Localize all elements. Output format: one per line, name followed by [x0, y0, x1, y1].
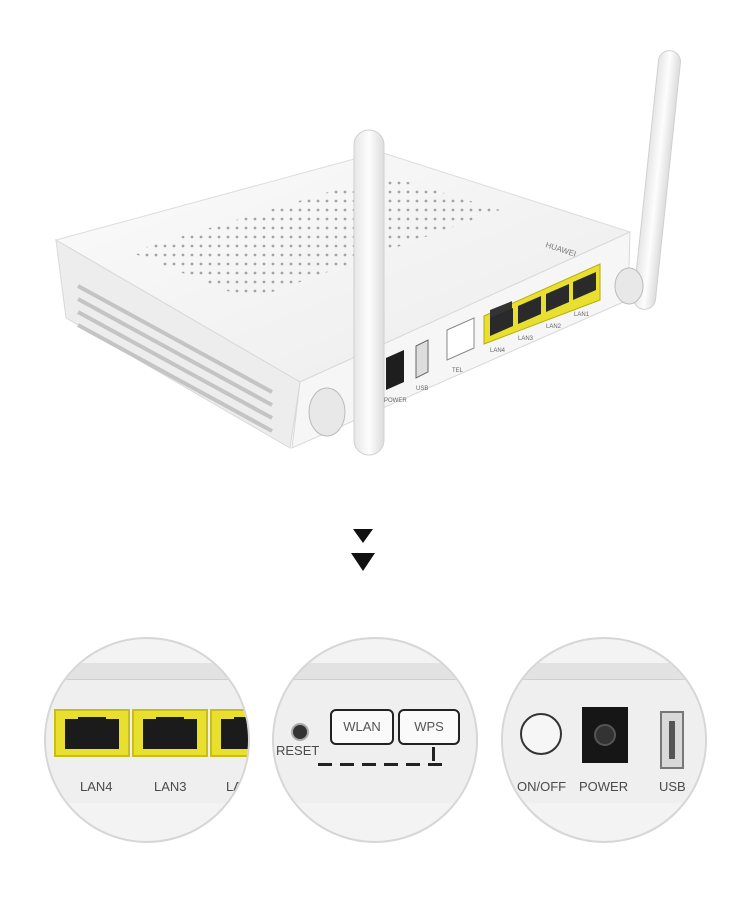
photo-label-usb: USB	[416, 386, 428, 392]
lan4-port	[54, 709, 130, 757]
power-jack	[386, 350, 404, 390]
router-vent-pattern	[130, 175, 500, 300]
callout-panel-edge	[274, 663, 476, 680]
lan3-label: LAN3	[154, 779, 187, 794]
lan3-port	[132, 709, 208, 757]
photo-label-lan3: LAN3	[518, 336, 534, 342]
dashed-outline	[318, 763, 332, 766]
lan-ports-callout: LAN4 LAN3 LAN	[44, 637, 250, 843]
lan-port-holes	[490, 272, 596, 336]
power-callout: ON/OFF POWER USB	[501, 637, 707, 843]
dashed-outline	[432, 747, 435, 761]
dashed-outline	[406, 763, 420, 766]
photo-label-lan4: LAN4	[490, 348, 506, 354]
buttons-callout: RESET WLAN WPS	[272, 637, 478, 843]
dashed-outline	[428, 763, 442, 766]
router-photo: POWER USB TEL LAN4 LAN3 LAN2 LAN1 HUAWEI	[54, 50, 681, 456]
wlan-button: WLAN	[330, 709, 394, 745]
photo-label-lan1: LAN1	[574, 312, 590, 318]
lan4-label: LAN4	[80, 779, 113, 794]
usb-port	[415, 339, 429, 379]
lan2-port	[210, 709, 248, 757]
left-antenna	[308, 129, 385, 456]
on-off-button	[520, 713, 562, 755]
on-off-label: ON/OFF	[517, 779, 567, 794]
usb-label: USB	[659, 779, 686, 794]
photo-label-lan2: LAN2	[546, 324, 562, 330]
side-vent-slots	[77, 284, 273, 433]
wps-button: WPS	[398, 709, 460, 745]
lan-label-partial: LAN	[226, 779, 250, 794]
usb-port	[660, 711, 684, 769]
tel-port	[446, 317, 475, 361]
dashed-outline	[340, 763, 354, 766]
photo-label-power: POWER	[384, 398, 407, 404]
photo-label-tel: TEL	[452, 368, 464, 374]
router-left-side	[55, 239, 301, 449]
callout-panel-edge	[46, 663, 248, 680]
reset-label: RESET	[276, 743, 320, 758]
dashed-outline	[384, 763, 398, 766]
power-jack	[582, 707, 628, 763]
right-antenna	[614, 50, 681, 310]
double-down-arrow-icon	[351, 529, 375, 571]
dashed-outline	[362, 763, 376, 766]
reset-button-hole	[291, 723, 309, 741]
power-label: POWER	[579, 779, 629, 794]
callout-panel-edge	[503, 663, 705, 680]
